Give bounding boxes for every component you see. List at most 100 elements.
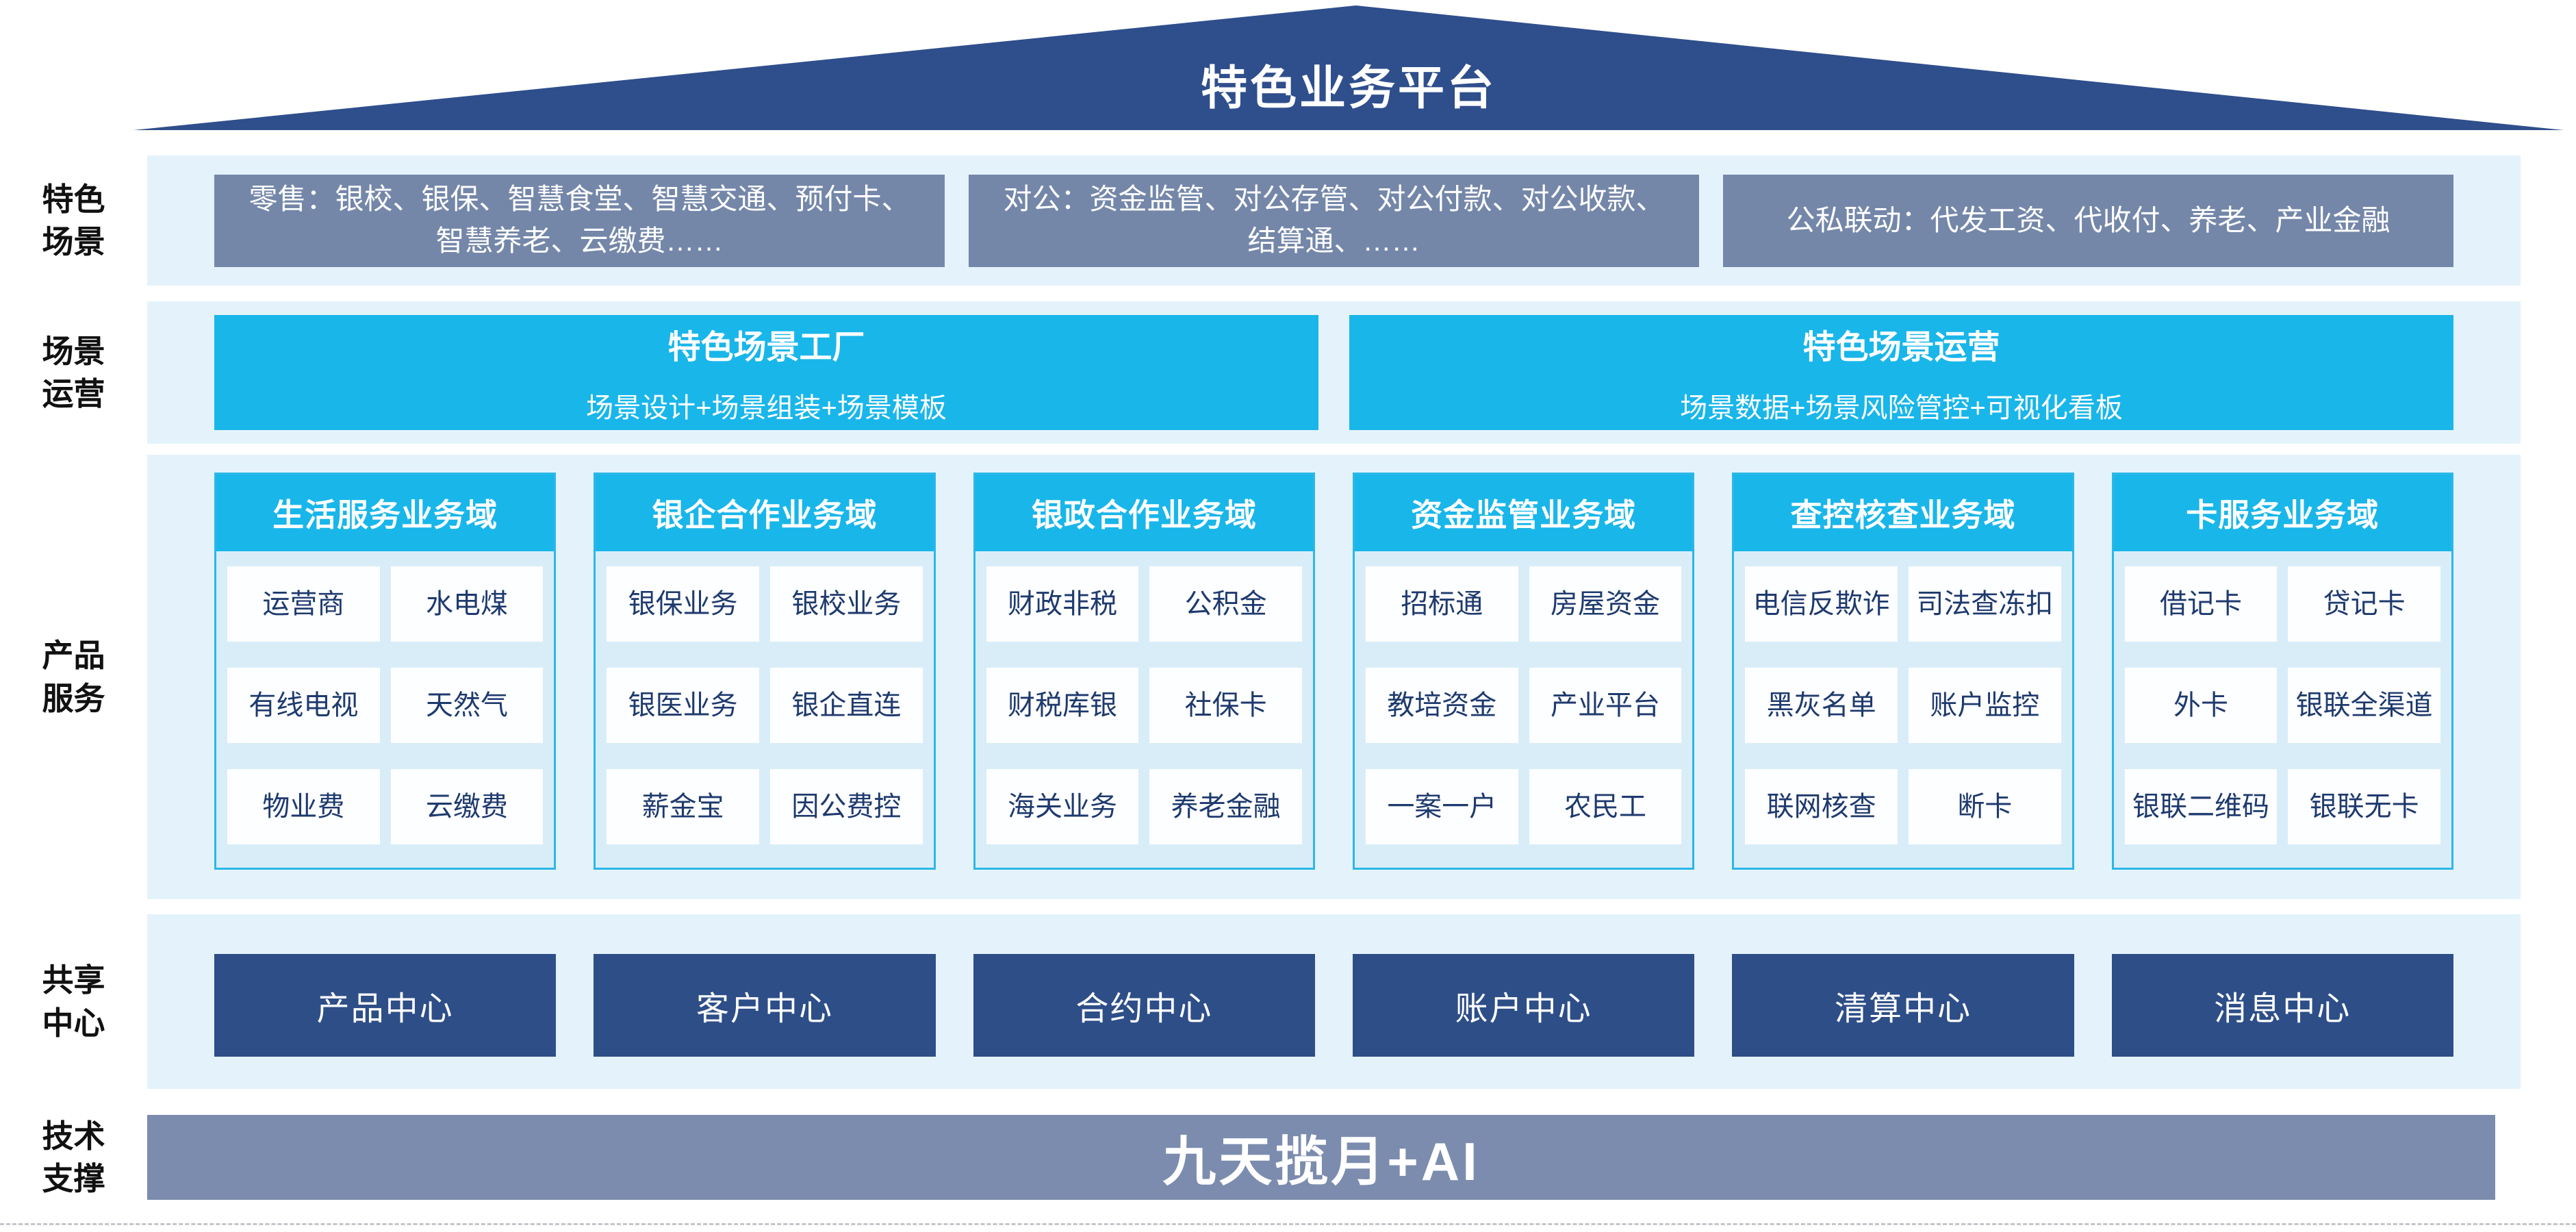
product-cell: 银医业务 [607, 668, 759, 743]
row-label-line: 运营 [42, 376, 105, 412]
page-title: 特色业务平台 [1200, 62, 1496, 114]
product-column-bank-enterprise: 银企合作业务域 银保业务 银校业务 银医业务 银企直连 薪金宝 因公费控 [594, 473, 936, 870]
row-scene-operation: 场景 运营 特色场景工厂 场景设计+场景组装+场景模板 特色场景运营 场景数据+… [0, 301, 2576, 444]
panel-scene-factory: 特色场景工厂 场景设计+场景组装+场景模板 [214, 315, 1318, 430]
product-cell: 财税库银 [986, 668, 1139, 743]
center-box-customer: 客户中心 [594, 954, 936, 1057]
row-tech-support: 技术 支撑 九天揽月+AI [0, 1115, 2576, 1200]
row-label-line: 产品 [42, 638, 105, 674]
product-cell: 因公费控 [770, 769, 923, 844]
column-body: 电信反欺诈 司法查冻扣 黑灰名单 账户监控 联网核查 断卡 [1734, 551, 2071, 868]
product-cell: 水电煤 [390, 566, 544, 642]
product-cell: 天然气 [390, 668, 544, 743]
product-cell: 借记卡 [2124, 566, 2278, 642]
product-cell: 运营商 [227, 566, 380, 642]
cell-row: 外卡 银联全渠道 [2124, 668, 2440, 743]
panel-subtitle: 场景设计+场景组装+场景模板 [586, 393, 947, 423]
product-cell: 物业费 [227, 769, 380, 844]
cell-row: 海关业务 养老金融 [986, 769, 1302, 844]
row-label-product-services: 产品 服务 [0, 455, 147, 899]
column-body: 财政非税 公积金 财税库银 社保卡 海关业务 养老金融 [975, 551, 1313, 868]
row-label-line: 特色 [42, 181, 105, 217]
panel-subtitle: 场景数据+场景风险管控+可视化看板 [1680, 393, 2123, 423]
product-cell: 银校业务 [770, 566, 923, 642]
product-cell: 公积金 [1149, 566, 1302, 642]
product-column-bank-government: 银政合作业务域 财政非税 公积金 财税库银 社保卡 海关业务 养老金融 [973, 473, 1315, 870]
cell-row: 银保业务 银校业务 [607, 566, 923, 642]
cell-row: 有线电视 天然气 [227, 668, 544, 743]
column-header: 查控核查业务域 [1734, 475, 2072, 551]
product-cell: 一案一户 [1365, 769, 1518, 844]
product-cell: 银企直连 [770, 668, 923, 743]
row-featured-scenes: 特色 场景 零售：银校、银保、智慧食堂、智慧交通、预付卡、智慧养老、云缴费…… … [0, 155, 2576, 286]
product-cell: 外卡 [2124, 668, 2278, 743]
bottom-dashed-divider [0, 1223, 2576, 1225]
column-body: 运营商 水电煤 有线电视 天然气 物业费 云缴费 [216, 551, 554, 868]
product-cell: 银联全渠道 [2288, 668, 2440, 743]
cell-row: 薪金宝 因公费控 [607, 769, 923, 844]
product-cell: 银联二维码 [2124, 769, 2278, 844]
column-header: 银政合作业务域 [975, 475, 1313, 551]
scene-box-retail: 零售：银校、银保、智慧食堂、智慧交通、预付卡、智慧养老、云缴费…… [214, 174, 945, 267]
row-label-line: 场景 [42, 224, 105, 260]
cell-row: 物业费 云缴费 [227, 769, 544, 844]
product-cell: 司法查冻扣 [1908, 566, 2061, 642]
row-label-tech-support: 技术 支撑 [0, 1115, 147, 1200]
product-cell: 农民工 [1529, 769, 1682, 844]
platform-roof: 特色业务平台 [133, 5, 2564, 130]
product-cell: 教培资金 [1365, 668, 1518, 743]
cell-row: 联网核查 断卡 [1745, 769, 2061, 844]
row-shared-centers: 共享 中心 产品中心 客户中心 合约中心 账户中心 清算中心 消息中心 [0, 914, 2576, 1089]
row-label-line: 中心 [42, 1005, 105, 1041]
product-column-life-services: 生活服务业务域 运营商 水电煤 有线电视 天然气 物业费 云缴费 [214, 473, 557, 870]
row-label-line: 共享 [42, 962, 105, 998]
column-body: 银保业务 银校业务 银医业务 银企直连 薪金宝 因公费控 [596, 551, 933, 868]
center-box-contract: 合约中心 [973, 954, 1315, 1057]
product-cell: 海关业务 [986, 769, 1139, 844]
cell-row: 黑灰名单 账户监控 [1745, 668, 2061, 743]
cell-row: 运营商 水电煤 [227, 566, 544, 642]
column-header: 卡服务业务域 [2113, 475, 2451, 551]
cell-row: 财税库银 社保卡 [986, 668, 1302, 743]
panel-scene-operation: 特色场景运营 场景数据+场景风险管控+可视化看板 [1349, 315, 2453, 430]
cell-row: 一案一户 农民工 [1365, 769, 1682, 844]
product-cell: 账户监控 [1908, 668, 2061, 743]
cell-row: 招标通 房屋资金 [1365, 566, 1682, 642]
row-label-featured-scenes: 特色 场景 [0, 155, 147, 286]
product-cell: 断卡 [1908, 769, 2061, 844]
row-product-services: 产品 服务 生活服务业务域 运营商 水电煤 有线电视 天然气 物业费 [0, 455, 2576, 899]
cell-row: 借记卡 贷记卡 [2124, 566, 2440, 642]
product-cell: 有线电视 [227, 668, 380, 743]
column-body: 借记卡 贷记卡 外卡 银联全渠道 银联二维码 银联无卡 [2114, 551, 2451, 868]
product-cell: 银保业务 [607, 566, 759, 642]
scene-operation-band: 特色场景工厂 场景设计+场景组装+场景模板 特色场景运营 场景数据+场景风险管控… [147, 301, 2521, 444]
product-cell: 薪金宝 [607, 769, 759, 844]
column-header: 资金监管业务域 [1354, 475, 1693, 551]
scene-box-corporate: 对公：资金监管、对公存管、对公付款、对公收款、结算通、…… [969, 174, 1699, 267]
row-label-line: 服务 [42, 680, 105, 716]
product-cell: 银联无卡 [2288, 769, 2440, 844]
product-column-inquiry-control: 查控核查业务域 电信反欺诈 司法查冻扣 黑灰名单 账户监控 联网核查 断卡 [1732, 473, 2074, 870]
center-box-product: 产品中心 [214, 954, 557, 1057]
row-label-line: 支撑 [42, 1161, 105, 1196]
product-cell: 黑灰名单 [1745, 668, 1898, 743]
center-box-account: 账户中心 [1352, 954, 1695, 1057]
row-label-line: 技术 [42, 1118, 105, 1154]
product-cell: 贷记卡 [2288, 566, 2440, 642]
cell-row: 教培资金 产业平台 [1365, 668, 1682, 743]
product-cell: 产业平台 [1529, 668, 1682, 743]
cell-row: 财政非税 公积金 [986, 566, 1302, 642]
product-cell: 财政非税 [986, 566, 1139, 642]
scene-box-public-private: 公私联动：代发工资、代收付、养老、产业金融 [1723, 174, 2453, 267]
column-header: 生活服务业务域 [216, 475, 554, 551]
tech-support-bar: 九天揽月+AI [147, 1115, 2495, 1200]
row-label-line: 场景 [42, 333, 105, 369]
panel-title: 特色场景工厂 [667, 329, 865, 366]
product-cell: 联网核查 [1745, 769, 1898, 844]
product-cell: 电信反欺诈 [1745, 566, 1898, 642]
row-label-shared-centers: 共享 中心 [0, 914, 147, 1089]
product-column-fund-supervision: 资金监管业务域 招标通 房屋资金 教培资金 产业平台 一案一户 农民工 [1352, 473, 1695, 870]
cell-row: 银联二维码 银联无卡 [2124, 769, 2440, 844]
center-box-message: 消息中心 [2111, 954, 2453, 1057]
